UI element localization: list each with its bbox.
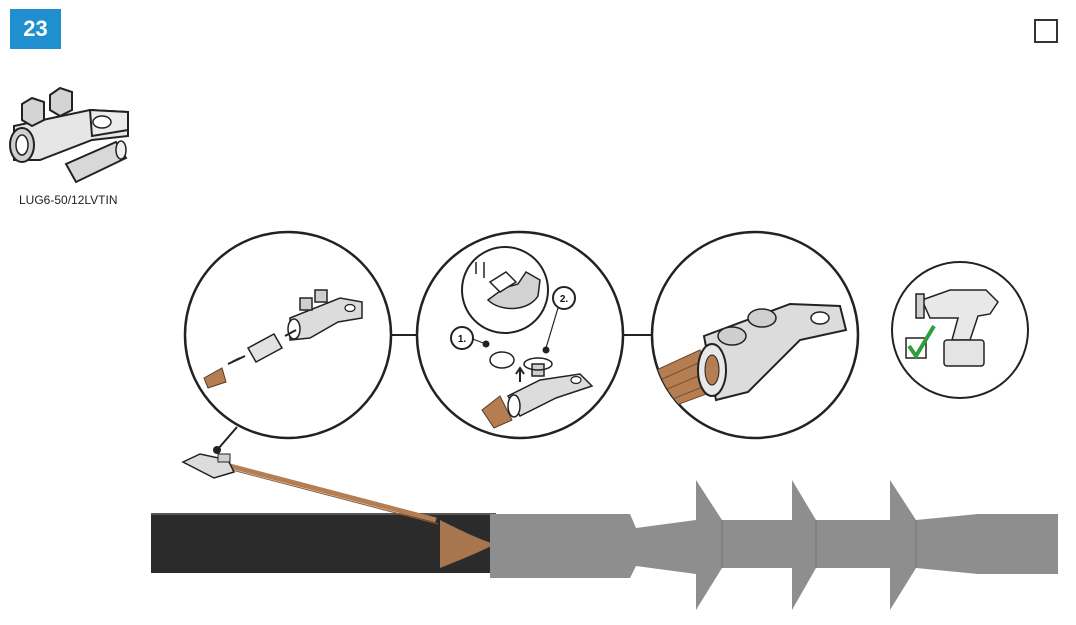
cable-assembly <box>151 453 1058 610</box>
detail-finished-lug <box>650 230 860 440</box>
callout-2: 2. <box>560 294 569 305</box>
detail-insert-tube <box>183 230 393 440</box>
completion-checkbox[interactable] <box>1034 19 1058 43</box>
power-tool-approved-icon <box>891 261 1029 399</box>
checkmark-icon <box>907 324 936 360</box>
detail-tighten-bolts: 1. 2. <box>415 230 625 440</box>
part-label: LUG6-50/12LVTIN <box>19 193 118 207</box>
lug-part-icon <box>9 86 129 184</box>
step-number-badge: 23 <box>10 9 61 49</box>
callout-1: 1. <box>458 334 467 345</box>
